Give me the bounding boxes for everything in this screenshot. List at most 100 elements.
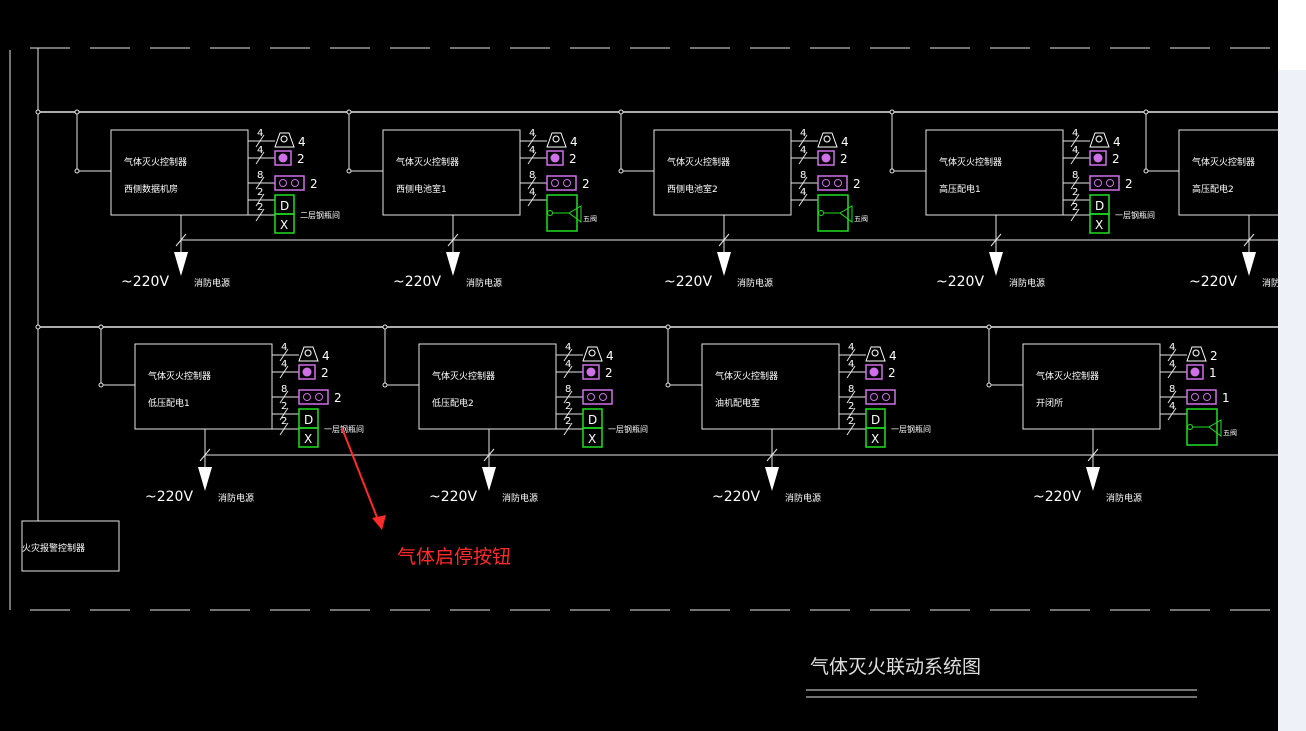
controller-box (110, 129, 249, 216)
wire-slash (1070, 176, 1080, 190)
wire-count: 4 (565, 342, 571, 353)
wire-count: 4 (257, 128, 263, 139)
light-count: 4 (606, 349, 614, 363)
solenoid-valve-icon (568, 205, 582, 223)
sounder-icon (546, 150, 564, 166)
d-letter: D (588, 413, 597, 427)
power-arrow-icon (482, 467, 496, 491)
x-letter: X (304, 432, 312, 446)
power-voltage: ~220V (393, 274, 441, 290)
controller-box (1178, 129, 1278, 216)
button-circle (587, 393, 595, 401)
junction-dot (665, 382, 671, 388)
wire-count: 2 (281, 416, 287, 427)
x-letter: X (871, 432, 879, 446)
sounder-dot (869, 367, 879, 377)
start-stop-button-icon (298, 389, 329, 405)
junction-dot (986, 382, 992, 388)
power-voltage: ~220V (1189, 274, 1237, 290)
controller-label: 气体灭火控制器 (124, 156, 187, 168)
button-count: 2 (310, 177, 318, 191)
wire-slash (1167, 407, 1177, 421)
strobe-light-icon (582, 346, 603, 362)
wire-slash (1070, 208, 1080, 222)
wire-count: 8 (565, 384, 571, 395)
wire-count: 2 (848, 401, 854, 412)
controller-box (1022, 343, 1161, 430)
junction-dot (889, 168, 895, 174)
wire-slash (798, 134, 808, 148)
d-letter: D (871, 413, 880, 427)
callout-arrowhead-icon (372, 515, 386, 530)
sounder-count: 2 (888, 366, 896, 380)
callout-arrow-line (341, 427, 379, 521)
wire-count: 8 (848, 384, 854, 395)
wire-slash (1167, 348, 1177, 362)
wire-count: 4 (281, 359, 287, 370)
wire-count: 2 (257, 202, 263, 213)
light-count: 4 (889, 349, 897, 363)
wire-count: 4 (1169, 359, 1175, 370)
power-voltage: ~220V (712, 489, 760, 505)
strobe-light-icon (865, 346, 886, 362)
controller-label: 气体灭火控制器 (1036, 370, 1099, 382)
junction-dot (346, 168, 352, 174)
wire-slash (175, 233, 187, 247)
button-circle (599, 393, 607, 401)
button-circle (822, 179, 830, 187)
controller-label: 气体灭火控制器 (396, 156, 459, 168)
wire-count: 4 (800, 128, 806, 139)
junction-dot (74, 109, 80, 115)
room-label: 西侧电池室1 (396, 183, 447, 195)
controller-label: 气体灭火控制器 (1192, 156, 1255, 168)
wire-count: 4 (257, 145, 263, 156)
x-box (865, 427, 886, 448)
controller-box (382, 129, 521, 216)
button-circle (1191, 393, 1199, 401)
wire-slash (483, 448, 495, 462)
d-letter: D (280, 199, 289, 213)
sounder-count: 2 (1112, 152, 1120, 166)
wire-slash (1167, 365, 1177, 379)
wire-slash (718, 233, 730, 247)
wire-slash (798, 151, 808, 165)
button-circle (834, 179, 842, 187)
drawing-title: 气体灭火联动系统图 (810, 656, 982, 678)
wire-count: 4 (848, 359, 854, 370)
button-circle (882, 393, 890, 401)
wire-slash (527, 176, 537, 190)
sounder-dot (586, 367, 596, 377)
solenoid-valve-icon (1208, 419, 1222, 437)
sounder-dot (302, 367, 312, 377)
button-circle (870, 393, 878, 401)
wire-count: 2 (1072, 202, 1078, 213)
wire-count: 2 (281, 401, 287, 412)
wire-slash (766, 448, 778, 462)
solenoid-valve-icon (839, 205, 853, 223)
start-stop-button-icon (865, 389, 896, 405)
cylinder-room-label: 二层钢瓶间 (300, 210, 340, 220)
button-circle (315, 393, 323, 401)
wire-count: 8 (529, 170, 535, 181)
power-voltage: ~220V (664, 274, 712, 290)
button-circle (303, 393, 311, 401)
power-arrow-icon (198, 467, 212, 491)
wire-count: 4 (800, 145, 806, 156)
sounder-dot (1093, 153, 1103, 163)
x-box (1089, 213, 1110, 234)
sounder-count: 2 (297, 152, 305, 166)
room-label: 低压配电2 (432, 397, 474, 409)
junction-dot (74, 168, 80, 174)
junction-dot (665, 324, 671, 330)
wire-slash (563, 348, 573, 362)
controller-label: 气体灭火控制器 (667, 156, 730, 168)
controller-label: 气体灭火控制器 (148, 370, 211, 382)
wire-slash (255, 208, 265, 222)
